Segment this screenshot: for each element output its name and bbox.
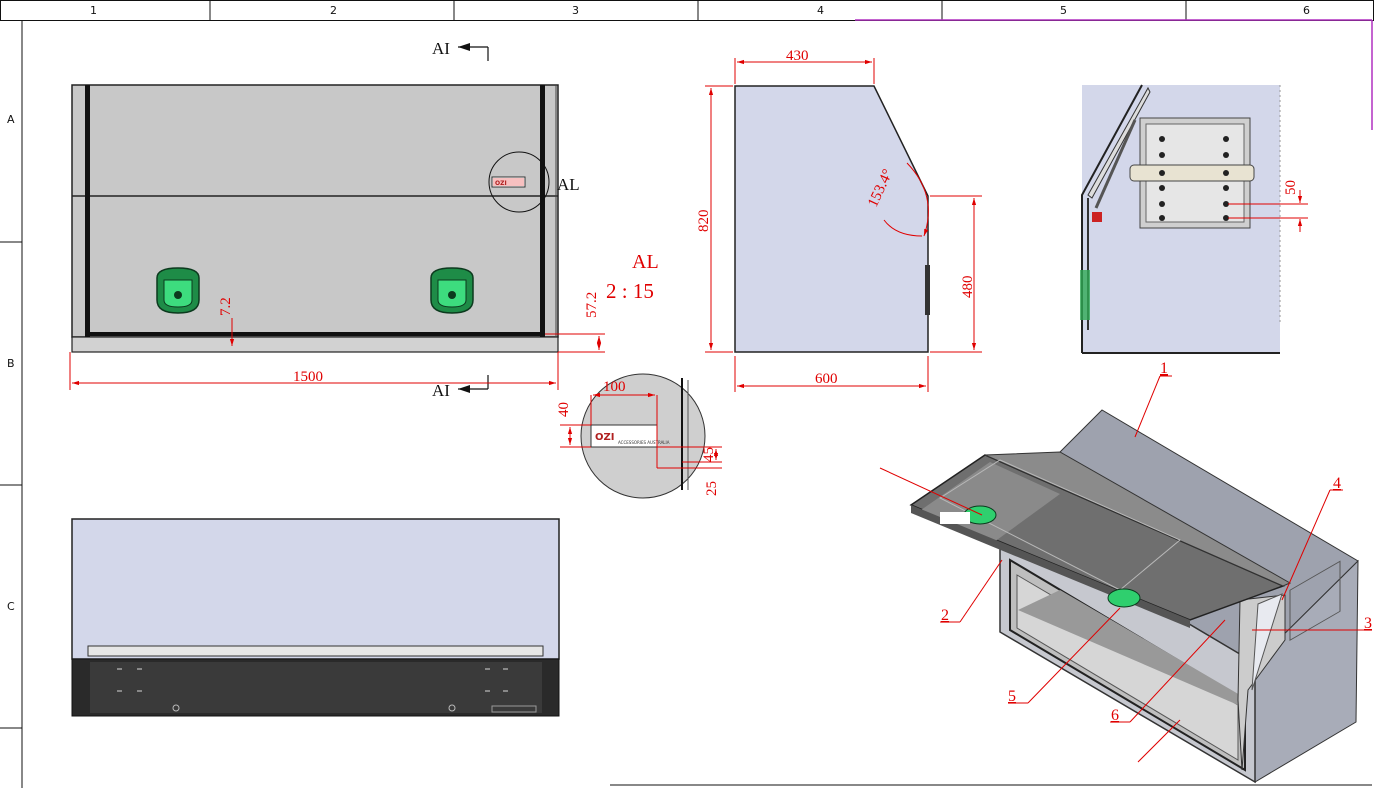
row-a-label: A xyxy=(7,113,15,126)
column-1-label: 1 xyxy=(90,4,97,17)
balloon-5: 5 xyxy=(1008,688,1016,705)
rear-view xyxy=(71,518,560,717)
dim-logo-width-value: 100 xyxy=(603,379,626,395)
row-b-label: B xyxy=(7,357,15,370)
column-3-label: 3 xyxy=(572,4,579,17)
section-marker-top xyxy=(458,43,489,61)
column-5-label: 5 xyxy=(1060,4,1067,17)
logo-badge-subtext: ACCESSORIES AUSTRALIA xyxy=(618,440,670,445)
balloon-3: 3 xyxy=(1364,615,1372,632)
isometric-view xyxy=(879,375,1372,784)
balloon-1: 1 xyxy=(1160,360,1168,377)
dim-logo-height-value: 40 xyxy=(556,402,572,417)
column-4-label: 4 xyxy=(817,4,824,17)
section-marker-label-top: AI xyxy=(432,39,450,58)
section-marker-bottom xyxy=(458,375,489,393)
lock-handle-right xyxy=(430,267,474,314)
balloon-2: 2 xyxy=(941,607,949,624)
dim-width-value: 1500 xyxy=(293,369,323,385)
side-view xyxy=(705,58,982,392)
row-c-label: C xyxy=(7,600,15,613)
detail-view-logo: OZI ACCESSORIES AUSTRALIA xyxy=(560,373,722,499)
column-6-label: 6 xyxy=(1303,4,1310,17)
dim-height-value: 820 xyxy=(696,210,712,233)
dim-depth-value: 600 xyxy=(815,371,838,387)
detail-scale: 2 : 15 xyxy=(606,279,654,303)
detail-title: AL xyxy=(632,251,659,273)
lock-handle-left xyxy=(156,267,200,314)
column-2-label: 2 xyxy=(330,4,337,17)
dim-bracket-spacing-value: 50 xyxy=(1283,180,1299,195)
dim-logo-bottom-value: 25 xyxy=(704,481,720,496)
dim-base-height-value: 57.2 xyxy=(584,292,600,318)
dim-lock-offset-value: 7.2 xyxy=(218,297,234,316)
dim-top-depth-value: 430 xyxy=(786,48,809,64)
balloon-6: 6 xyxy=(1111,707,1119,724)
front-badge-text: OZI xyxy=(495,180,507,187)
dim-front-height-value: 480 xyxy=(960,276,976,299)
section-view xyxy=(1080,84,1308,354)
logo-badge-text: OZI xyxy=(595,432,614,443)
section-marker-label-bottom: AI xyxy=(432,381,450,400)
detail-marker-label: AL xyxy=(557,175,580,194)
dim-base-height xyxy=(545,333,605,353)
dim-width xyxy=(69,352,559,390)
dim-logo-side-value: 45 xyxy=(701,447,717,462)
front-view xyxy=(71,84,559,353)
balloon-4: 4 xyxy=(1333,475,1341,492)
ozi-badge xyxy=(491,176,526,188)
